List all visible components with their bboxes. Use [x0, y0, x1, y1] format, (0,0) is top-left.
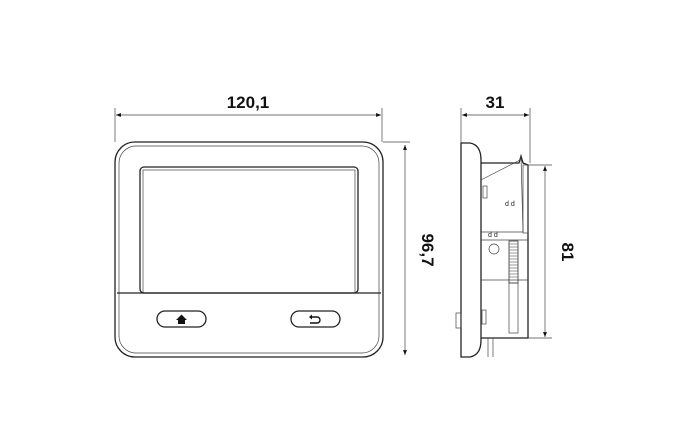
- device-outer-frame: [114, 141, 384, 358]
- width-label: 120,1: [227, 93, 270, 112]
- back-button[interactable]: [290, 310, 341, 328]
- side-view: d d d d 31 81: [455, 93, 577, 358]
- side-back-housing: [481, 153, 529, 339]
- device-inner-frame: [118, 145, 380, 354]
- display-screen: [139, 166, 359, 294]
- side-height-label: 81: [558, 243, 577, 262]
- home-button[interactable]: [156, 310, 207, 328]
- back-arrow-icon: [310, 316, 321, 324]
- front-view: 120,1 96,7: [114, 93, 437, 358]
- svg-text:d d: d d: [488, 232, 498, 239]
- depth-label: 31: [486, 93, 505, 112]
- side-front-cover: [460, 142, 482, 358]
- home-icon: [176, 314, 187, 324]
- height-label: 96,7: [418, 233, 437, 266]
- svg-text:d d: d d: [505, 201, 515, 208]
